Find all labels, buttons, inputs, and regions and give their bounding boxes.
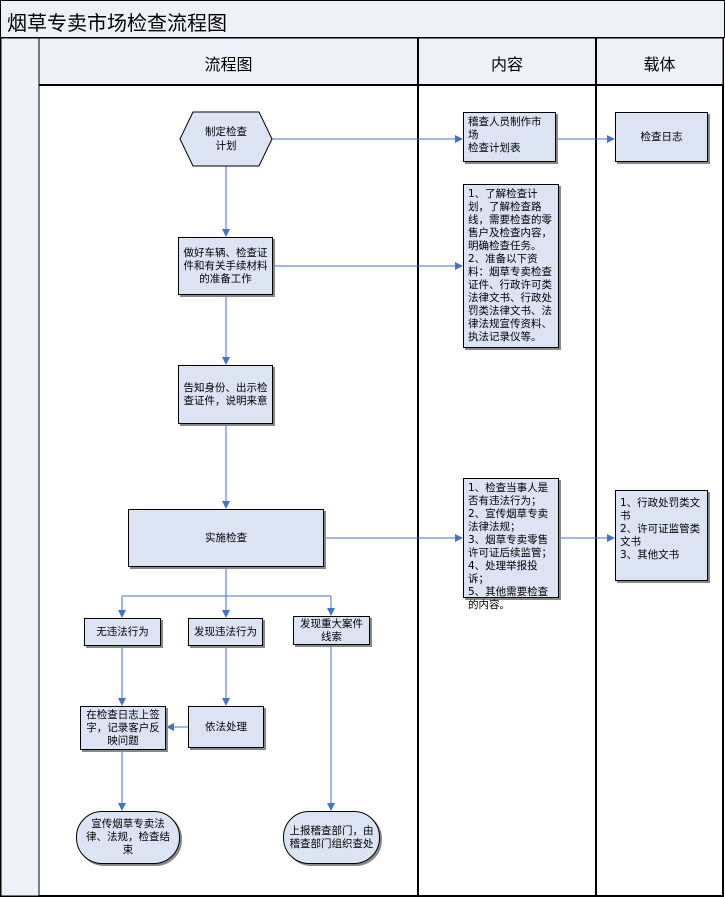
content-box-inspection-items-text: 1、检查当事人是 否有违法行为； 2、宣传烟草专卖 法律法规； 3、烟草专卖零售… xyxy=(468,482,552,611)
content-box-plan-table: 稽查人员制作市场 检查计划表 xyxy=(463,112,556,162)
plan-hexagon xyxy=(179,111,273,167)
node-report-text: 上报稽查部门，由 稽查部门组织查处 xyxy=(289,824,374,850)
content-box-preparation: 1、了解检查计 划，了解检查路 线，需要检查的零 售户及检查内容， 明确检查任务… xyxy=(463,184,559,348)
node-prepare-text: 做好车辆、检查证 件和有关手续材料 的准备工作 xyxy=(183,246,268,285)
content-box-plan-table-text: 稽查人员制作市场 检查计划表 xyxy=(468,116,542,154)
header-band xyxy=(38,37,724,86)
node-handle: 依法处理 xyxy=(188,706,264,748)
content-box-preparation-text: 1、了解检查计 划，了解检查路 线，需要检查的零 售户及检查内容， 明确检查任务… xyxy=(468,188,552,343)
node-plan: 制定检查 计划 xyxy=(205,126,247,152)
content-box-inspection-items: 1、检查当事人是 否有违法行为； 2、宣传烟草专卖 法律法规； 3、烟草专卖零售… xyxy=(463,478,559,611)
node-publicize: 宣传烟草专卖法 律、法规，检查结 束 xyxy=(76,811,180,864)
node-violation-found: 发现违法行为 xyxy=(188,618,263,646)
node-no-violation: 无违法行为 xyxy=(84,618,161,646)
node-major-case-text: 发现重大案件 线索 xyxy=(300,617,363,643)
carrier-box-documents-text: 1、行政处罚类文 书 2、许可证监管类 文书 3、其他文书 xyxy=(620,497,701,561)
diagram-title-bar: 烟草专卖市场检查流程图 xyxy=(0,0,725,38)
frame-border xyxy=(0,37,724,897)
header-content: 内容 xyxy=(490,55,523,74)
node-sign-log-text: 在检查日志上签 字，记录客户反 映问题 xyxy=(86,708,160,747)
node-implement-text: 实施检查 xyxy=(205,531,247,544)
carrier-box-log-text: 检查日志 xyxy=(640,130,683,143)
left-margin-column xyxy=(0,37,40,897)
diagram-title: 烟草专卖市场检查流程图 xyxy=(7,11,227,35)
node-no-violation-text: 无违法行为 xyxy=(96,625,149,638)
branch-line xyxy=(122,567,331,597)
node-report: 上报稽查部门，由 稽查部门组织查处 xyxy=(283,811,380,864)
header-carrier: 载体 xyxy=(643,55,676,74)
node-violation-found-text: 发现违法行为 xyxy=(194,625,257,638)
node-implement: 实施检查 xyxy=(128,509,324,567)
node-prepare: 做好车辆、检查证 件和有关手续材料 的准备工作 xyxy=(178,237,273,295)
node-inform: 告知身份、出示检 查证件，说明来意 xyxy=(178,365,273,424)
node-publicize-text: 宣传烟草专卖法 律、法规，检查结 束 xyxy=(86,818,170,856)
node-sign-log: 在检查日志上签 字，记录客户反 映问题 xyxy=(80,706,166,750)
carrier-box-documents: 1、行政处罚类文 书 2、许可证监管类 文书 3、其他文书 xyxy=(615,490,708,581)
node-major-case: 发现重大案件 线索 xyxy=(293,616,370,645)
header-flowchart: 流程图 xyxy=(204,55,253,74)
node-handle-text: 依法处理 xyxy=(205,720,247,733)
carrier-box-log: 检查日志 xyxy=(615,112,708,162)
node-inform-text: 告知身份、出示检 查证件，说明来意 xyxy=(183,381,268,407)
